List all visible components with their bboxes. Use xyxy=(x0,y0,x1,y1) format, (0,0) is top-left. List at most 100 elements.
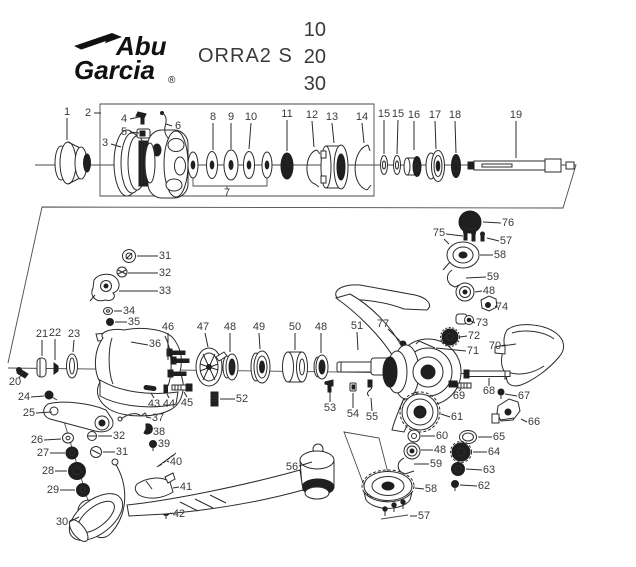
part-drawing-clutch-13 xyxy=(321,145,348,189)
part-label-69: 69 xyxy=(453,390,465,402)
leader-line-25 xyxy=(36,412,52,413)
leader-line-15 xyxy=(397,120,398,154)
leader-line-12 xyxy=(312,121,314,147)
part-drawing-bail-arm-41 xyxy=(135,473,175,498)
leader-line-51 xyxy=(357,332,358,350)
part-label-4: 4 xyxy=(121,113,127,125)
part-label-57: 57 xyxy=(418,510,430,522)
part-drawing-screw-57a xyxy=(481,232,485,241)
leader-line-43 xyxy=(151,393,154,398)
part-drawing-screw-39 xyxy=(150,441,157,452)
size-10: 10 xyxy=(303,19,326,41)
part-label-47: 47 xyxy=(197,321,209,333)
leader-line-75 xyxy=(446,234,463,236)
part-label-17: 17 xyxy=(429,109,441,121)
part-drawing-side-plate-70 xyxy=(495,325,564,386)
part-drawing-retainer-12 xyxy=(307,150,320,187)
part-label-12: 12 xyxy=(306,109,318,121)
leader-line-55 xyxy=(371,398,372,411)
part-label-57: 57 xyxy=(500,235,512,247)
part-label-25: 25 xyxy=(23,407,35,419)
part-label-36: 36 xyxy=(149,338,161,350)
part-drawing-bearing-48b xyxy=(314,355,328,379)
part-label-35: 35 xyxy=(128,316,140,328)
part-drawing-spool-3 xyxy=(114,130,188,198)
part-label-15: 15 xyxy=(392,108,404,120)
part-drawing-screw-53 xyxy=(325,380,333,392)
part-label-18: 18 xyxy=(449,109,461,121)
part-drawing-clip-5 xyxy=(137,129,150,138)
part-drawing-screws-75 xyxy=(464,230,476,241)
part-drawing-washer-60 xyxy=(408,430,420,442)
part-label-11: 11 xyxy=(281,108,292,120)
part-label-71: 71 xyxy=(467,345,479,357)
part-drawing-gear-58b xyxy=(362,470,414,508)
part-label-31: 31 xyxy=(159,250,171,262)
part-label-23: 23 xyxy=(68,328,80,340)
part-label-48: 48 xyxy=(315,321,327,333)
part-drawing-collar-50 xyxy=(283,352,308,382)
part-label-50: 50 xyxy=(289,321,301,333)
leader-line-49 xyxy=(259,333,260,349)
part-label-24: 24 xyxy=(18,391,30,403)
leader-line-44 xyxy=(167,394,169,398)
part-label-77: 77 xyxy=(377,318,389,330)
brand-word-garcia: Garcia xyxy=(74,55,155,85)
part-drawing-screw-62 xyxy=(452,481,459,492)
part-drawing-gear-72 xyxy=(441,328,460,347)
leader-line-42 xyxy=(170,513,172,514)
part-drawing-clip-71 xyxy=(416,341,435,348)
leader-line-77 xyxy=(388,329,401,342)
part-label-48: 48 xyxy=(224,321,236,333)
leader-line-13 xyxy=(332,123,334,143)
leader-line-62 xyxy=(460,485,477,486)
part-label-65: 65 xyxy=(493,431,505,443)
leader-line-76 xyxy=(483,222,501,223)
part-drawing-screw-67 xyxy=(498,389,504,399)
part-drawing-clip-11 xyxy=(281,153,293,179)
leader-line-74 xyxy=(495,305,497,307)
part-label-74: 74 xyxy=(496,301,508,313)
part-label-37: 37 xyxy=(152,412,164,424)
leader-line-14 xyxy=(362,123,364,143)
part-label-19: 19 xyxy=(510,109,522,121)
registered-mark: ® xyxy=(168,75,176,86)
part-label-45: 45 xyxy=(181,397,193,409)
leader-line-40 xyxy=(167,461,169,462)
part-label-21: 21 xyxy=(36,328,48,340)
part-drawing-pinion-shaft-51 xyxy=(337,358,390,375)
part-label-58: 58 xyxy=(494,249,506,261)
part-drawing-stud-shaft-68 xyxy=(464,370,510,378)
leader-line-73 xyxy=(471,321,475,323)
part-drawing-main-shaft-19 xyxy=(468,159,574,172)
leader-line-17 xyxy=(435,121,436,149)
logo-flag-icon xyxy=(74,33,122,51)
part-drawing-bearing-48c xyxy=(456,283,474,301)
part-drawing-bushing-16 xyxy=(404,157,421,177)
part-label-75: 75 xyxy=(433,227,445,239)
part-drawing-roller-28 xyxy=(69,463,86,480)
part-drawing-washer-26 xyxy=(63,433,74,443)
bracket-57 xyxy=(381,515,408,519)
part-drawing-retainer-14 xyxy=(355,145,371,190)
part-drawing-kick-lever-25 xyxy=(44,402,113,432)
part-drawing-main-gear-61 xyxy=(400,392,440,432)
model-sizes: 10 20 30 xyxy=(294,17,326,98)
leader-line-10 xyxy=(249,123,251,149)
part-drawing-bearing-17 xyxy=(426,151,445,182)
part-label-14: 14 xyxy=(356,111,368,123)
part-drawing-bearing-49 xyxy=(251,351,270,383)
part-label-48: 48 xyxy=(483,285,495,297)
part-drawing-pin-22 xyxy=(54,363,58,374)
part-label-34: 34 xyxy=(123,305,135,317)
part-drawing-wire-6 xyxy=(161,112,170,140)
leader-line-47 xyxy=(205,333,208,347)
part-drawing-ratchet-58a xyxy=(443,239,479,270)
part-label-2: 2 xyxy=(85,107,91,119)
part-drawing-cap-76 xyxy=(459,211,481,233)
part-drawing-spring-40 xyxy=(157,453,176,467)
size-20: 20 xyxy=(303,46,326,68)
part-label-5: 5 xyxy=(121,126,127,138)
part-drawing-pin-43 xyxy=(144,385,156,391)
